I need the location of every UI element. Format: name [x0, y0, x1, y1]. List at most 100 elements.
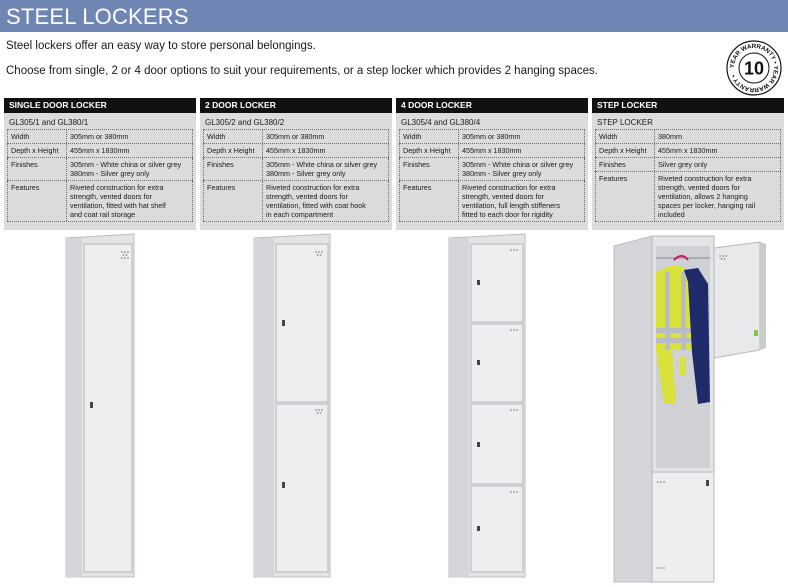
- spec-label: Depth x Height: [595, 144, 655, 157]
- warranty-badge: YEAR WARRANTY • YEAR WARRANTY • 10: [726, 40, 782, 96]
- spec-value-line: ventilation, full length stiffeners: [462, 201, 561, 210]
- spec-label: Features: [399, 181, 459, 221]
- spec-value: 305mm or 380mm: [263, 130, 389, 143]
- model-number: GL305/2 and GL380/2: [205, 118, 285, 127]
- spec-value-line: 380mm - Silver grey only: [70, 169, 150, 178]
- spec-label: Depth x Height: [399, 144, 459, 157]
- spec-value: 305mm or 380mm: [67, 130, 193, 143]
- spec-value: 455mm x 1830mm: [459, 144, 585, 157]
- spec-value-line: Riveted construction for extra: [658, 174, 752, 183]
- spec-label: Features: [7, 181, 67, 221]
- two-door-locker-image: [248, 232, 338, 582]
- step-locker-image: [610, 232, 776, 584]
- spec-value-line: and coat rail storage: [70, 210, 136, 219]
- spec-value-line: ventilation, fitted with hat shelf: [70, 201, 166, 210]
- single-door-locker-image: [60, 232, 140, 582]
- column-header: STEP LOCKER: [592, 98, 784, 113]
- spec-label: Depth x Height: [203, 144, 263, 157]
- spec-value-line: fitted to each door for rigidity: [462, 210, 553, 219]
- spec-label: Features: [203, 181, 263, 221]
- spec-value-line: in each compartment: [266, 210, 334, 219]
- spec-value-line: strength, vented doors for: [266, 192, 348, 201]
- intro-text-2: Choose from single, 2 or 4 door options …: [6, 65, 598, 77]
- spec-value-line: strength, vented doors for: [658, 183, 740, 192]
- spec-value-line: strength, vented doors for: [462, 192, 544, 201]
- spec-value: Silver grey only: [655, 158, 781, 171]
- spec-value-line: Riveted construction for extra: [266, 183, 360, 192]
- spec-value-line: strength, vented doors for: [70, 192, 152, 201]
- spec-value-line: spaces per locker, hanging rail: [658, 201, 756, 210]
- spec-value-line: included: [658, 210, 685, 219]
- spec-label: Features: [595, 172, 655, 221]
- spec-label: Width: [595, 130, 655, 143]
- model-number: GL305/1 and GL380/1: [9, 118, 89, 127]
- intro-text-1: Steel lockers offer an easy way to store…: [6, 40, 316, 52]
- column-header: 2 DOOR LOCKER: [200, 98, 392, 113]
- warranty-number: 10: [744, 59, 764, 79]
- spec-value-line: 455mm x 1830mm: [658, 146, 718, 155]
- spec-value-line: ventilation, fitted with coat hook: [266, 201, 366, 210]
- spec-value-line: Riveted construction for extra: [462, 183, 556, 192]
- spec-value-line: 380mm: [658, 132, 682, 141]
- spec-label: Finishes: [203, 158, 263, 180]
- spec-label: Depth x Height: [7, 144, 67, 157]
- page-title: STEEL LOCKERS: [6, 4, 189, 29]
- model-number: STEP LOCKER: [597, 118, 653, 127]
- spec-value-line: 455mm x 1830mm: [70, 146, 130, 155]
- title-banner: STEEL LOCKERS: [0, 0, 788, 32]
- spec-value: 455mm x 1830mm: [67, 144, 193, 157]
- column-header: 4 DOOR LOCKER: [396, 98, 588, 113]
- spec-value-line: Silver grey only: [658, 160, 708, 169]
- spec-value-line: 380mm - Silver grey only: [462, 169, 542, 178]
- spec-value-line: 305mm - White china or silver grey: [462, 160, 574, 169]
- spec-label: Finishes: [399, 158, 459, 180]
- spec-value-line: 305mm or 380mm: [266, 132, 325, 141]
- warranty-seal-icon: YEAR WARRANTY • YEAR WARRANTY • 10: [726, 40, 782, 96]
- spec-value-line: 305mm or 380mm: [70, 132, 129, 141]
- spec-label: Finishes: [7, 158, 67, 180]
- spec-label: Finishes: [595, 158, 655, 171]
- spec-value-line: 305mm or 380mm: [462, 132, 521, 141]
- spec-label: Width: [203, 130, 263, 143]
- four-door-locker-image: [443, 232, 533, 582]
- spec-value: 305mm or 380mm: [459, 130, 585, 143]
- spec-value: 455mm x 1830mm: [263, 144, 389, 157]
- spec-value-line: Riveted construction for extra: [70, 183, 164, 192]
- model-number: GL305/4 and GL380/4: [401, 118, 481, 127]
- spec-value-line: 455mm x 1830mm: [462, 146, 522, 155]
- spec-value: 455mm x 1830mm: [655, 144, 781, 157]
- spec-value-line: ventilation, allows 2 hanging: [658, 192, 748, 201]
- spec-label: Width: [7, 130, 67, 143]
- spec-value: 380mm: [655, 130, 781, 143]
